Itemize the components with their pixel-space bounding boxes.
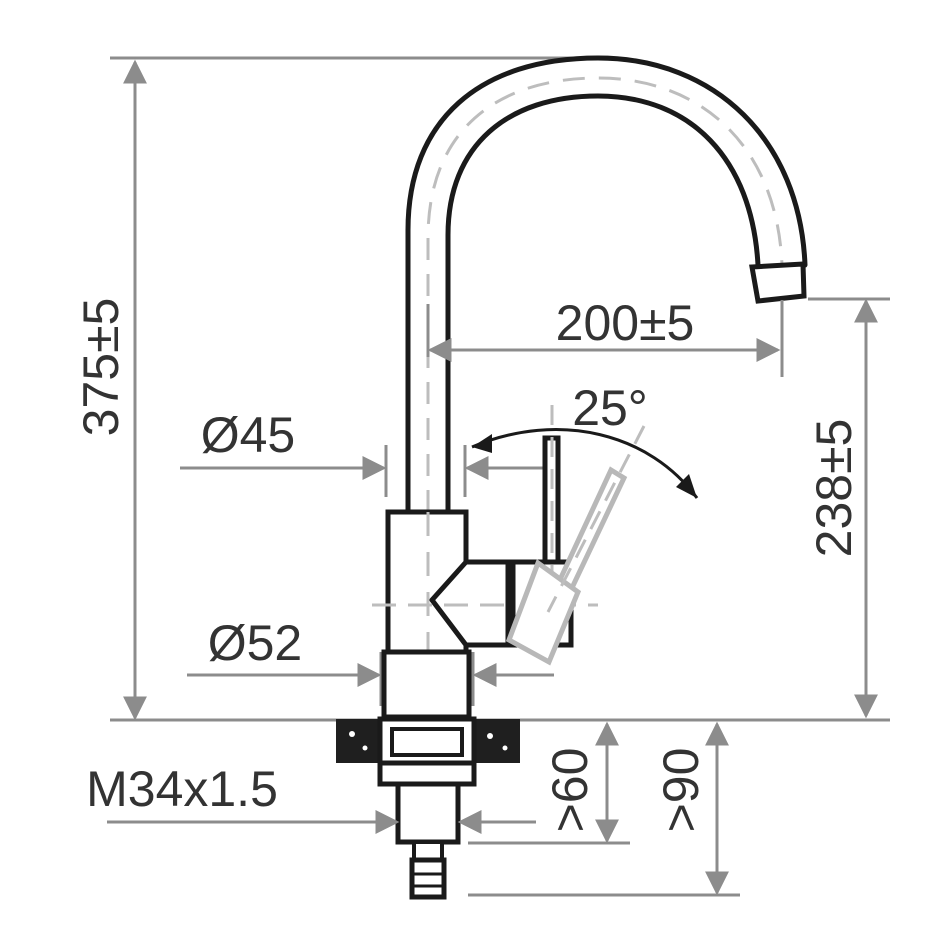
- min-depth-90-label: >90: [653, 748, 709, 833]
- upper-diameter-dimension: [180, 445, 548, 497]
- spout-reach-label: 200±5: [556, 295, 695, 351]
- handle-angle-label: 25°: [572, 380, 648, 436]
- handle-angle-dimension: [471, 428, 699, 499]
- minimum-depth-dimensions: [468, 721, 740, 897]
- threaded-stem: [395, 781, 461, 900]
- handle-open: [505, 425, 646, 666]
- base-diameter-dimension: [187, 652, 554, 706]
- countertop-and-flange: [110, 649, 890, 787]
- thread-label: M34x1.5: [86, 761, 278, 817]
- spout: [405, 55, 808, 515]
- upper-diameter-label: Ø45: [201, 407, 296, 463]
- base-diameter-label: Ø52: [208, 615, 303, 671]
- overall-height-label: 375±5: [73, 298, 129, 437]
- min-depth-60-label: >60: [542, 748, 598, 833]
- spout-reach-dimension: [426, 304, 781, 362]
- overall-height-dimension: [110, 56, 598, 721]
- spout-tip: [749, 261, 807, 377]
- spout-height-dimension: [808, 297, 890, 719]
- spout-height-label: 238±5: [806, 419, 862, 558]
